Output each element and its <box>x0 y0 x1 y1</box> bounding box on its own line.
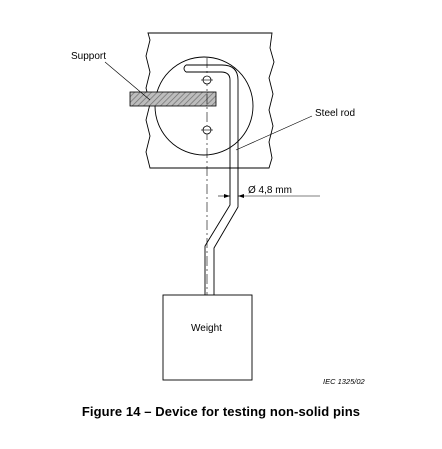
steel-rod-label: Steel rod <box>315 108 356 119</box>
steel-rod-tip <box>183 64 187 73</box>
mount-hole-top <box>201 75 213 85</box>
support-bar <box>129 91 217 107</box>
figure-reference: IEC 1325/02 <box>323 377 365 386</box>
dim-arrow-right <box>238 194 244 198</box>
weight-block <box>162 294 253 381</box>
mount-hole-bottom <box>201 125 213 135</box>
diameter-label: Ø 4,8 mm <box>248 185 292 196</box>
support-label: Support <box>71 51 107 62</box>
support-leader <box>104 61 151 101</box>
weight-label: Weight <box>191 323 222 334</box>
dim-arrow-left <box>224 194 230 198</box>
figure-caption: Figure 14 – Device for testing non-solid… <box>81 404 361 419</box>
steel-rod-leader <box>235 115 313 151</box>
wall-plate <box>145 32 275 169</box>
